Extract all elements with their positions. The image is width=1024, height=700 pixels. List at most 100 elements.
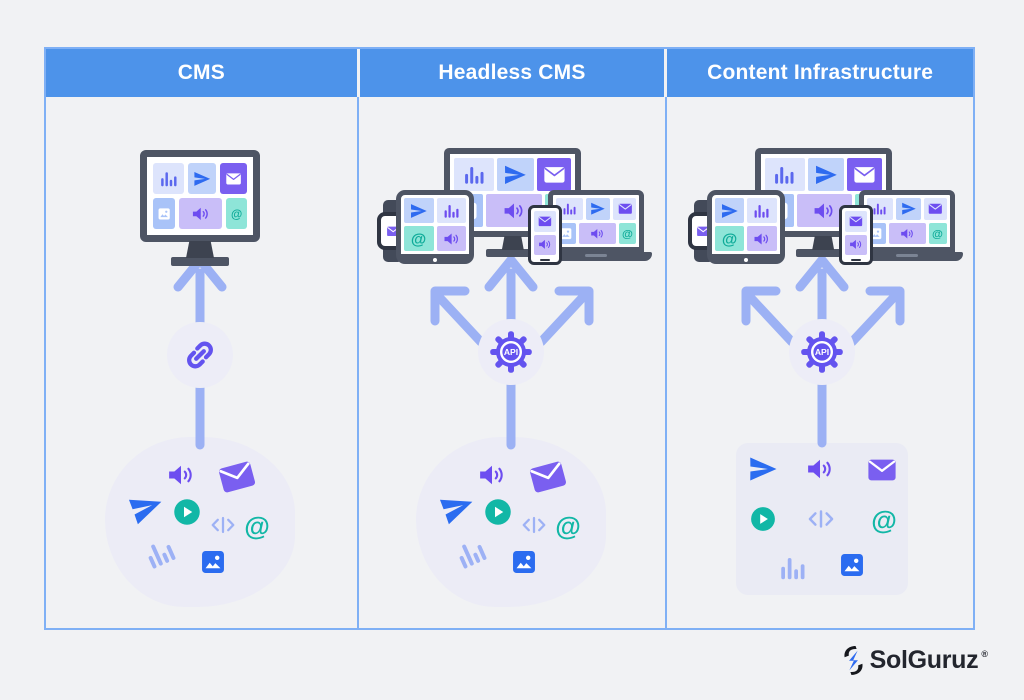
tile-row — [556, 222, 637, 244]
content-blob — [416, 437, 607, 607]
bar-chart-icon — [441, 202, 462, 220]
bar-chart-icon — [560, 201, 579, 216]
desktop-monitor — [140, 150, 260, 266]
api-hub — [478, 319, 545, 385]
bar-chart-icon — [751, 202, 772, 220]
monitor-stand — [186, 241, 214, 258]
api-gear-icon — [798, 328, 846, 376]
speaker-tile — [844, 234, 867, 255]
monitor-screen — [140, 150, 260, 242]
speaker-tile — [179, 198, 223, 229]
send-tile — [497, 158, 534, 191]
speaker-tile — [436, 226, 467, 251]
monitor-base — [796, 249, 851, 257]
at-tile — [404, 226, 434, 251]
speaker-icon — [187, 204, 215, 224]
envelope-tile — [847, 158, 882, 191]
laptop-screen — [548, 190, 645, 252]
table-body — [46, 97, 973, 628]
send-tile — [896, 198, 921, 220]
tablet — [396, 190, 475, 264]
tablet — [706, 190, 785, 264]
laptop — [850, 190, 963, 261]
registered-mark: ® — [981, 649, 988, 659]
tile-row — [764, 158, 882, 191]
envelope-tile — [844, 211, 867, 232]
at-icon — [230, 204, 243, 224]
at-icon — [621, 226, 634, 241]
solguruz-logo-icon — [844, 646, 863, 675]
bar-chart-icon — [159, 169, 179, 189]
bar-chart-tile — [747, 198, 777, 223]
tile-row — [714, 198, 777, 223]
at-tile — [714, 226, 745, 251]
send-icon — [900, 201, 917, 216]
speaker-tile — [888, 222, 926, 244]
tile-row — [844, 211, 867, 232]
send-tile — [714, 198, 745, 223]
tile-row — [534, 234, 557, 255]
envelope-icon — [852, 163, 877, 187]
at-tile — [928, 222, 947, 244]
solguruz-logo: SolGuruz ® — [840, 645, 988, 676]
column-cms — [46, 97, 357, 628]
envelope-tile — [613, 198, 637, 220]
api-hub — [788, 319, 855, 385]
tile-row — [153, 198, 247, 229]
image-tile — [153, 198, 176, 229]
column-content-infrastructure — [664, 97, 973, 628]
bar-chart-tile — [866, 198, 894, 220]
envelope-tile — [220, 163, 247, 194]
speaker-icon — [751, 230, 772, 248]
tile-row — [866, 198, 947, 220]
at-icon — [408, 230, 429, 248]
send-tile — [404, 198, 434, 223]
tile-row — [714, 226, 777, 251]
tile-row — [844, 234, 867, 255]
send-tile — [807, 158, 845, 191]
at-tile — [618, 222, 637, 244]
at-tile — [226, 198, 247, 229]
send-tile — [188, 163, 217, 194]
laptop-screen — [858, 190, 955, 252]
send-icon — [193, 169, 211, 189]
bar-chart-icon — [460, 163, 489, 187]
send-icon — [813, 163, 839, 187]
speaker-tile — [578, 222, 616, 244]
send-icon — [589, 201, 606, 216]
envelope-icon — [927, 201, 944, 216]
tile-row — [534, 211, 557, 232]
at-icon — [719, 230, 740, 248]
image-icon — [157, 204, 171, 224]
speaker-icon — [848, 237, 864, 252]
envelope-icon — [542, 163, 567, 187]
bar-chart-icon — [870, 201, 889, 216]
bar-chart-tile — [764, 158, 805, 191]
api-gear-icon — [487, 328, 535, 376]
flow-arrows-multichannel — [741, 255, 905, 448]
envelope-tile — [534, 211, 557, 232]
link-icon — [181, 336, 219, 374]
bar-chart-tile — [556, 198, 584, 220]
envelope-icon — [225, 169, 242, 189]
speaker-tile — [534, 234, 557, 255]
header-cms: CMS — [46, 49, 360, 97]
send-icon — [408, 202, 429, 220]
speaker-tile — [747, 226, 777, 251]
column-headless-cms — [357, 97, 664, 628]
speaker-icon — [894, 226, 921, 241]
send-icon — [502, 163, 528, 187]
laptop — [540, 190, 653, 261]
send-tile — [586, 198, 611, 220]
envelope-tile — [923, 198, 947, 220]
monitor-stand — [501, 236, 524, 250]
envelope-icon — [537, 214, 553, 229]
device-cluster — [376, 148, 656, 266]
monitor-base — [485, 249, 540, 257]
tile-row — [866, 222, 947, 244]
solguruz-logo-text: SolGuruz — [869, 646, 979, 674]
header-content-infrastructure: Content Infrastructure — [667, 49, 973, 97]
monitor-base — [171, 257, 229, 266]
laptop-base — [540, 252, 653, 261]
speaker-icon — [584, 226, 611, 241]
